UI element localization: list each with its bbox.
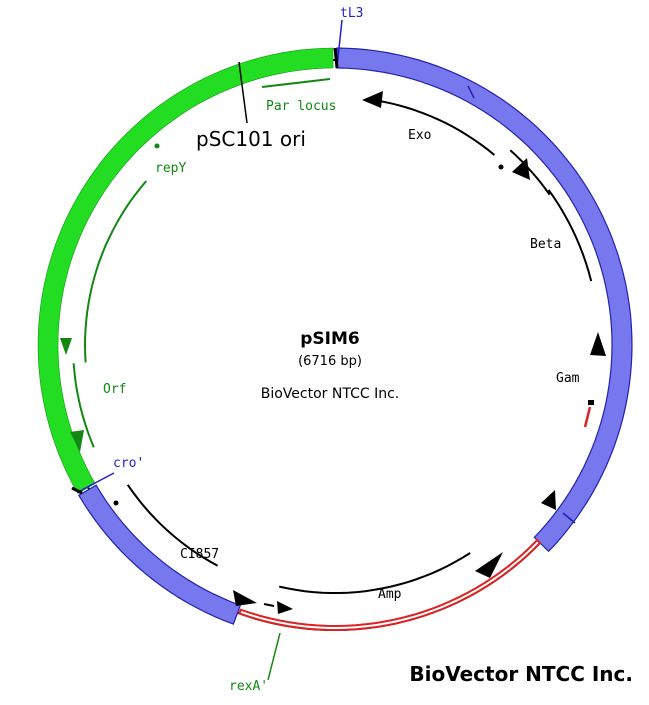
amp-arrowhead — [475, 552, 503, 578]
beta-gam-arrow — [509, 149, 593, 282]
cro-tick — [77, 472, 115, 493]
gam-start-mark — [588, 400, 594, 405]
lambda-inner-divider — [467, 85, 475, 99]
ori-region-band — [37, 47, 334, 494]
exo-arrow — [373, 99, 496, 156]
watermark: BioVector NTCC Inc. — [409, 662, 633, 686]
amp-lambda-boundary — [562, 512, 576, 524]
small-dash — [263, 603, 275, 607]
plasmid-name: pSIM6 — [300, 329, 359, 349]
gam-arrowhead — [590, 332, 606, 356]
beta-arrowhead — [512, 158, 530, 180]
label-cro: cro' — [113, 456, 144, 471]
rexa-tick — [267, 632, 281, 681]
repy-orf-arrow — [72, 180, 148, 448]
label-ci857: CI857 — [180, 547, 219, 562]
lambda-region-band-right — [336, 47, 633, 553]
ci857-arrowhead — [233, 590, 257, 606]
repy-start-dot — [154, 143, 160, 149]
label-psc101-ori: pSC101 ori — [196, 127, 306, 151]
label-orf: Orf — [103, 382, 126, 397]
amp-region-band — [238, 538, 542, 632]
psc101-ori-pointer — [238, 61, 248, 124]
par-locus-line — [261, 78, 331, 88]
plasmid-company: BioVector NTCC Inc. — [261, 386, 399, 402]
label-par-locus: Par locus — [266, 99, 336, 114]
ci857-start-dot — [113, 500, 119, 506]
tl3-boundary — [333, 47, 339, 69]
label-tl3: tL3 — [340, 6, 363, 21]
ci857-arrow — [126, 484, 219, 567]
small-arrowhead — [277, 601, 293, 614]
exo-arrowhead — [362, 91, 383, 108]
label-exo: Exo — [408, 128, 431, 143]
tl3-tick — [336, 19, 343, 68]
gam-red-mark — [583, 406, 592, 428]
amp-end-arrowhead — [541, 490, 556, 510]
label-gam: Gam — [556, 371, 580, 386]
label-beta: Beta — [530, 237, 561, 252]
label-rexa: rexA' — [229, 679, 268, 694]
amp-arrow — [278, 552, 471, 594]
orf-arrowhead-upper — [60, 338, 72, 355]
label-repy: repY — [155, 161, 186, 176]
lambda-region-band-left — [77, 484, 242, 625]
orf-arrowhead-lower — [70, 430, 84, 452]
plasmid-size: (6716 bp) — [298, 354, 362, 369]
label-amp: Amp — [378, 587, 402, 602]
cro-boundary — [71, 486, 83, 495]
exo-end-dot — [498, 164, 504, 170]
